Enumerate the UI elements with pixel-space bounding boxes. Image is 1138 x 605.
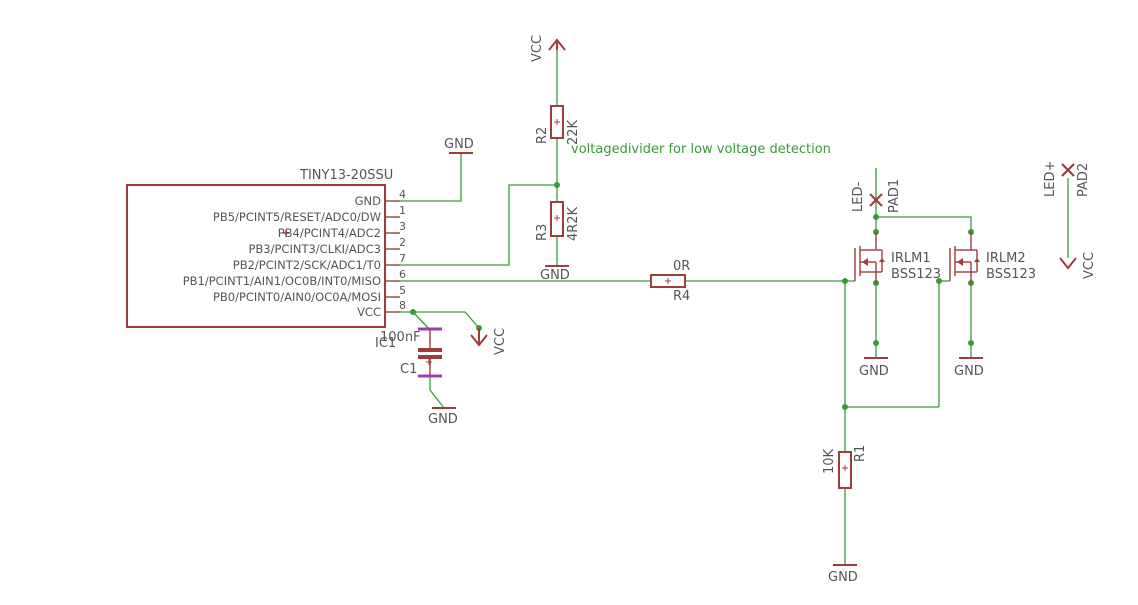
wires (400, 50, 1069, 565)
ic1-pin-label: PB1/PCINT1/AIN1/OC0B/INT0/MISO (183, 274, 381, 288)
ic1-pin-label: PB5/PCINT5/RESET/ADC0/DW (213, 210, 381, 224)
pad1-led-minus[interactable]: LED- PAD1 (851, 179, 902, 213)
c1-name: C1 (400, 362, 417, 377)
pad1-name: PAD1 (887, 179, 902, 213)
gnd-label: GND (540, 268, 570, 283)
gnd-symbol-r3: GND (540, 265, 570, 283)
ic1-pin-number: 2 (399, 236, 406, 249)
ic1-pin-number: 4 (399, 188, 406, 201)
gnd-label: GND (428, 412, 458, 427)
r1-name: R1 (853, 445, 868, 462)
ic1-pin-number: 6 (399, 268, 406, 281)
pad2-value: LED+ (1043, 161, 1058, 197)
ic1-pin-label: PB0/PCINT0/AIN0/OC0A/MOSI (213, 290, 381, 304)
ic1-pin-label: PB3/PCINT3/CLKI/ADC3 (248, 242, 381, 256)
r1-value: 10K (822, 448, 837, 474)
vcc-symbol-top: VCC (530, 35, 566, 62)
ic1-pin-number: 5 (399, 284, 406, 297)
ic1-pin-lines (385, 200, 400, 313)
resistor-r2[interactable]: R2 22K (535, 105, 581, 145)
resistor-r3[interactable]: R3 4R2K (535, 201, 581, 241)
irlm1-name: IRLM1 (891, 251, 931, 266)
pad2-led-plus[interactable]: LED+ PAD2 (1043, 161, 1091, 197)
pad2-name: PAD2 (1076, 163, 1091, 197)
gnd-label: GND (954, 364, 984, 379)
irlm2-value: BSS123 (986, 267, 1036, 282)
vcc-symbol-pad2: VCC (1059, 252, 1097, 279)
vcc-symbol-ic: VCC (470, 328, 508, 355)
ic1-name: IC1 (375, 336, 396, 351)
mosfet-irlm1[interactable]: IRLM1 BSS123 (854, 232, 941, 283)
ic1-pin-label: PB2/PCINT2/SCK/ADC1/T0 (233, 258, 381, 272)
capacitor-c1[interactable]: 100nF C1 (380, 327, 442, 378)
r4-value: 0R (673, 259, 690, 274)
gnd-symbol-irlm2: GND (954, 357, 984, 379)
r2-name: R2 (535, 127, 550, 144)
ic1-pin-number: 8 (399, 299, 406, 312)
r2-value: 22K (566, 119, 581, 145)
gnd-symbol-c1: GND (428, 407, 458, 427)
vcc-label: VCC (493, 328, 508, 355)
pad1-value: LED- (851, 182, 866, 212)
gnd-label: GND (859, 364, 889, 379)
irlm2-name: IRLM2 (986, 251, 1026, 266)
c1-value: 100nF (380, 330, 421, 345)
vcc-label: VCC (1082, 252, 1097, 279)
ic1-pin-number: 7 (399, 252, 406, 265)
ic1-pin-label: PB4/PCINT4/ADC2 (278, 226, 381, 240)
ic1-value: TINY13-20SSU (299, 168, 393, 183)
junctions (410, 182, 974, 410)
ic1-tiny13[interactable]: TINY13-20SSU IC1 GND PB5/PCINT5/RESET/AD… (126, 168, 406, 351)
resistor-r4[interactable]: 0R R4 (650, 259, 690, 304)
mosfet-irlm2[interactable]: IRLM2 BSS123 (949, 232, 1036, 283)
gnd-symbol-irlm1: GND (859, 357, 889, 379)
ic1-pin-label: VCC (357, 305, 381, 319)
gnd-label: GND (828, 570, 858, 585)
gnd-label: GND (444, 137, 474, 152)
r3-value: 4R2K (566, 206, 581, 241)
vcc-label: VCC (530, 35, 545, 62)
ic1-pin-number: 3 (399, 220, 406, 233)
design-note: voltagedivider for low voltage detection (571, 142, 831, 157)
ic1-pin-label: GND (355, 194, 382, 208)
gnd-symbol-r1: GND (828, 564, 858, 585)
gnd-symbol-top: GND (444, 137, 474, 154)
ic1-pin-number: 1 (399, 204, 406, 217)
r4-name: R4 (673, 289, 690, 304)
irlm1-value: BSS123 (891, 267, 941, 282)
r3-name: R3 (535, 224, 550, 241)
resistor-r1[interactable]: 10K R1 (822, 445, 868, 489)
